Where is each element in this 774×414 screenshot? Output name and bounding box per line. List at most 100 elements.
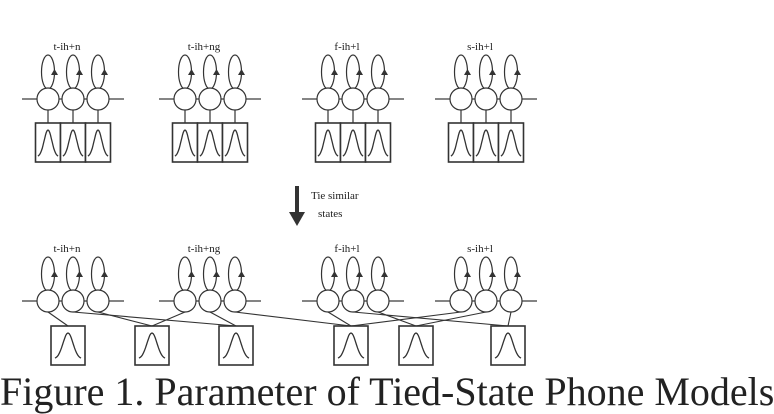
hmm-state [474, 289, 498, 313]
hmm-state [474, 87, 498, 111]
gaussian-box [497, 122, 525, 163]
self-loop [177, 256, 193, 292]
hmm-state [316, 87, 340, 111]
self-loop [370, 54, 386, 90]
top-model-1: t-ih+ng [159, 41, 261, 163]
self-loop [177, 54, 193, 90]
gaussian-box [196, 122, 224, 163]
self-loop [40, 54, 56, 90]
loop-arrowhead [238, 69, 245, 75]
tied-gaussian-box [50, 325, 86, 366]
top-model-0: t-ih+n [22, 41, 124, 163]
tied-gaussian-curve [337, 332, 365, 359]
hmm-state [366, 289, 390, 313]
tied-gaussian-curve [402, 332, 430, 359]
loop-arrowhead [514, 271, 521, 277]
gaussian-box [314, 122, 342, 163]
loop-arrowhead [464, 271, 471, 277]
tied-gaussian-curve [222, 332, 250, 359]
gaussian-curve [62, 129, 84, 157]
untied-models-row: t-ih+n t-ih+ng f-ih+l s-ih+l [22, 41, 537, 163]
bottom-model-2: f-ih+l [302, 243, 404, 313]
tie-label-line2: states [318, 208, 342, 220]
hmm-state [86, 87, 110, 111]
loop-arrowhead [381, 69, 388, 75]
loop-arrowhead [188, 271, 195, 277]
hmm-state [61, 289, 85, 313]
self-loop [65, 256, 81, 292]
self-loop [65, 54, 81, 90]
self-loop [345, 256, 361, 292]
hmm-state [223, 289, 247, 313]
loop-arrowhead [76, 69, 83, 75]
gaussian-curve [87, 129, 109, 157]
gaussian-curve [317, 129, 339, 157]
loop-arrowhead [213, 69, 220, 75]
loop-arrowhead [51, 271, 58, 277]
tie-link [415, 311, 487, 327]
hmm-state [61, 87, 85, 111]
self-loop [227, 54, 243, 90]
self-loop [345, 54, 361, 90]
bottom-model-0: t-ih+n [22, 243, 124, 313]
tie-link [327, 311, 352, 327]
gaussian-curve [199, 129, 221, 157]
self-loop [453, 256, 469, 292]
loop-arrowhead [489, 69, 496, 75]
gaussian-curve [224, 129, 246, 157]
loop-arrowhead [381, 271, 388, 277]
self-loop [90, 256, 106, 292]
self-loop [478, 256, 494, 292]
hmm-state [449, 87, 473, 111]
hmm-state [198, 289, 222, 313]
self-loop [453, 54, 469, 90]
hmm-state [341, 87, 365, 111]
bottom-model-3: s-ih+l [435, 243, 537, 313]
tied-gaussian-curve [138, 332, 166, 359]
gaussian-curve [342, 129, 364, 157]
gaussian-box [84, 122, 112, 163]
gaussian-curve [37, 129, 59, 157]
hmm-state [341, 289, 365, 313]
loop-arrowhead [101, 69, 108, 75]
hmm-state [223, 87, 247, 111]
figure-caption: Figure 1. Parameter of Tied-State Phone … [0, 369, 774, 414]
hmm-state [499, 289, 523, 313]
loop-arrowhead [101, 271, 108, 277]
gaussian-box [59, 122, 87, 163]
loop-arrowhead [331, 69, 338, 75]
hmm-state [86, 289, 110, 313]
self-loop [202, 256, 218, 292]
top-model-2: f-ih+l [302, 41, 404, 163]
loop-arrowhead [76, 271, 83, 277]
loop-arrowhead [356, 69, 363, 75]
loop-arrowhead [188, 69, 195, 75]
gaussian-box [472, 122, 500, 163]
gaussian-box [447, 122, 475, 163]
tie-arrow [289, 186, 305, 226]
tie-link [209, 311, 237, 327]
top-model-3: s-ih+l [435, 41, 537, 163]
model-label: f-ih+l [334, 41, 359, 53]
bottom-model-1: t-ih+ng [159, 243, 261, 313]
tied-models-row: t-ih+n t-ih+ng f-ih+l s-ih+l [22, 243, 537, 366]
self-loop [320, 256, 336, 292]
gaussian-curve [367, 129, 389, 157]
tied-gaussian-box [218, 325, 254, 366]
gaussian-box [364, 122, 392, 163]
tie-link [47, 311, 69, 327]
loop-arrowhead [238, 271, 245, 277]
model-label: s-ih+l [467, 243, 493, 255]
tie-link [350, 311, 462, 327]
self-loop [503, 54, 519, 90]
hmm-state [173, 87, 197, 111]
gaussian-box [221, 122, 249, 163]
self-loop [478, 54, 494, 90]
tied-gaussian-box [398, 325, 434, 366]
tied-gaussian-box [134, 325, 170, 366]
loop-arrowhead [213, 271, 220, 277]
tied-gaussian-curve [494, 332, 522, 359]
model-label: t-ih+ng [188, 41, 221, 53]
gaussian-box [171, 122, 199, 163]
loop-arrowhead [464, 69, 471, 75]
